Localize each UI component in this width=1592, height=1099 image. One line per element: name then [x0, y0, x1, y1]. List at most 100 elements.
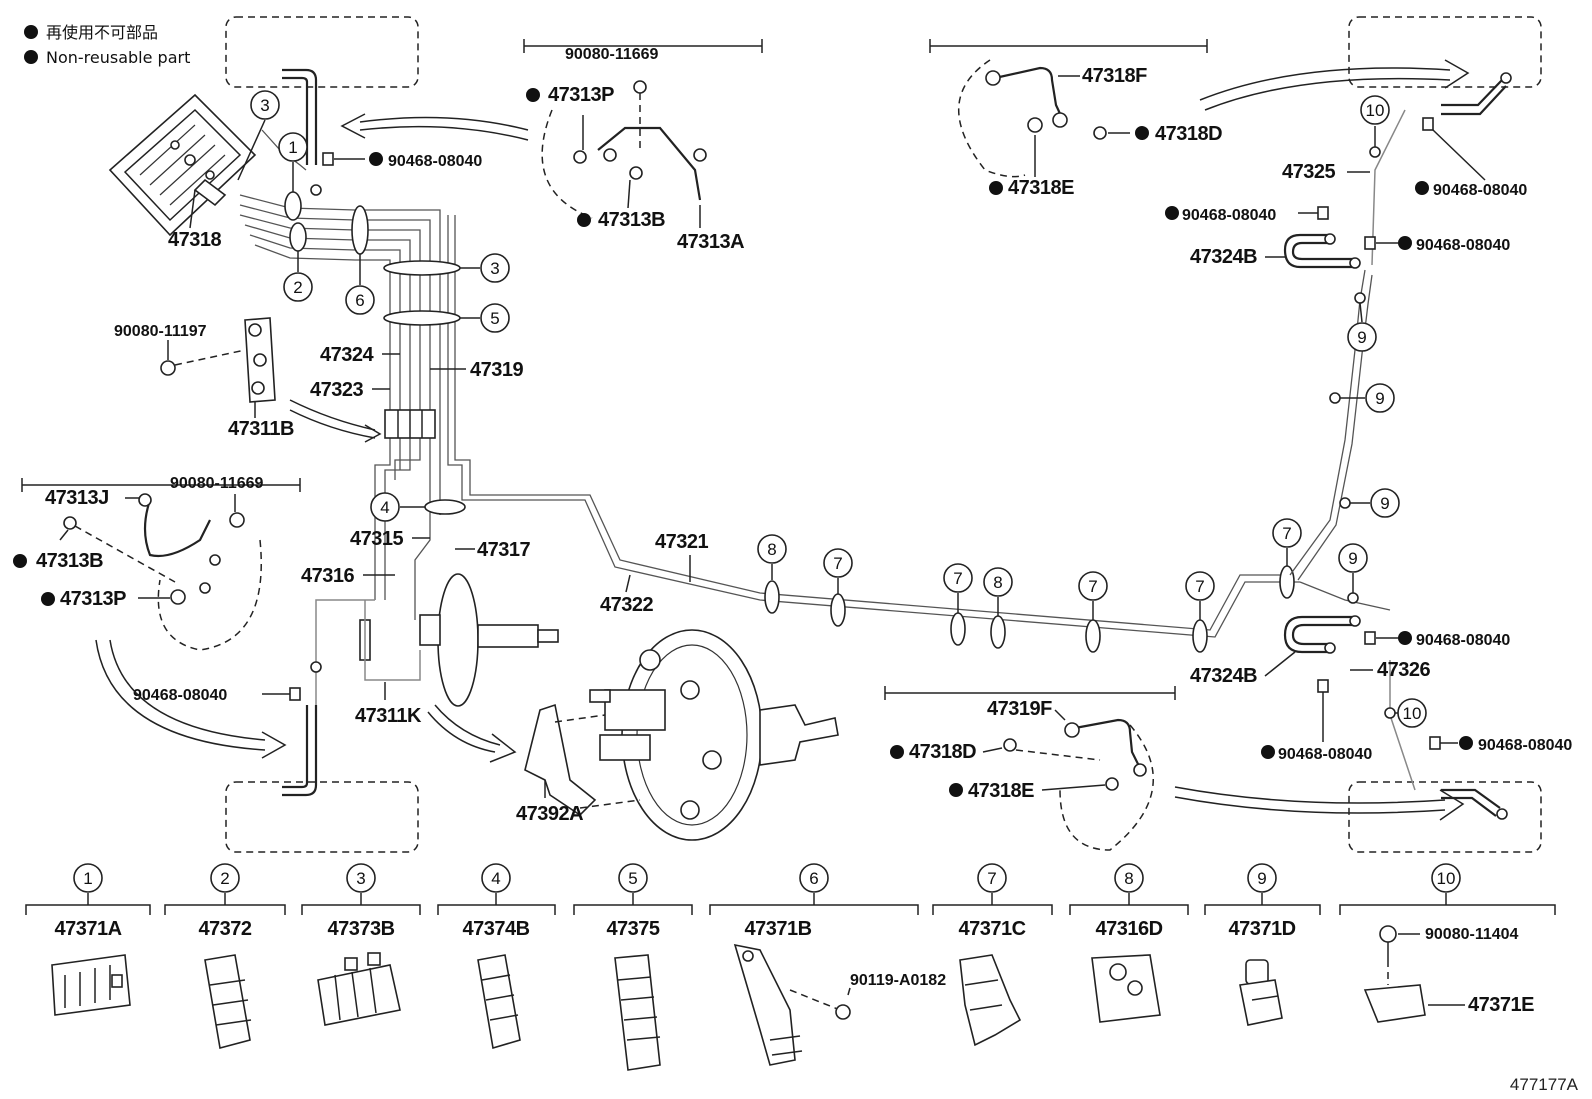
label-47318E-b: 47318E — [968, 780, 1034, 802]
callout-3a: 3 — [260, 96, 269, 115]
clamp-4-drawing — [477, 954, 521, 1050]
catalog-num-4: 4 — [491, 869, 500, 888]
label-47324: 47324 — [320, 344, 374, 366]
callout-2: 2 — [293, 278, 302, 297]
legend-line-en: Non-reusable part — [46, 48, 190, 67]
label-90468-08040-h: 90468-08040 — [1478, 737, 1572, 754]
catalog-num-7: 7 — [987, 869, 996, 888]
legend: 再使用不可部品 Non-reusable part — [24, 23, 190, 67]
catalog-extra-6: 90119-A0182 — [850, 972, 946, 989]
catalog-num-2: 2 — [220, 869, 229, 888]
clamp-4-mark — [424, 499, 466, 515]
clamp-catalog: 1 2 3 4 5 6 7 8 9 10 47371A 47372 47373B… — [25, 863, 1556, 1071]
callout-7b: 7 — [953, 569, 962, 588]
label-90468-08040-d: 90468-08040 — [1416, 237, 1510, 254]
label-47313A: 47313A — [677, 231, 744, 253]
legend-line-jp: 再使用不可部品 — [46, 23, 158, 42]
label-90468-08040-f: 90468-08040 — [1416, 632, 1510, 649]
label-47321: 47321 — [655, 531, 708, 553]
label-47318F: 47318F — [1082, 65, 1147, 87]
label-47313B-a: 47313B — [36, 550, 103, 572]
catalog-part-7: 47371C — [958, 918, 1025, 940]
callout-7e: 7 — [1282, 524, 1291, 543]
rear-pipe-clamps: 8 7 7 8 7 7 7 — [757, 518, 1302, 653]
clamp-3-drawing — [317, 952, 401, 1026]
label-47324B-a: 47324B — [1190, 246, 1257, 268]
label-47311B: 47311B — [228, 418, 294, 440]
label-90080-11197: 90080-11197 — [114, 323, 207, 340]
callout-10a: 10 — [1366, 101, 1385, 120]
catalog-part-6: 47371B — [744, 918, 811, 940]
catalog-part-5: 47375 — [606, 918, 659, 940]
label-90468-08040-g: 90468-08040 — [1278, 746, 1372, 763]
label-47324B-b: 47324B — [1190, 665, 1257, 687]
clamp-9-drawing — [1239, 959, 1283, 1026]
clamp-10-drawing — [1363, 925, 1465, 1023]
clamp-5-drawing — [614, 954, 661, 1071]
clamp-6-mark — [351, 205, 369, 255]
clamp-1-drawing — [51, 954, 131, 1016]
catalog-num-1: 1 — [83, 869, 92, 888]
clamp-47311B — [160, 317, 276, 403]
catalog-num-5: 5 — [628, 869, 637, 888]
catalog-num-8: 8 — [1124, 869, 1133, 888]
callout-5: 5 — [490, 309, 499, 328]
callout-9b: 9 — [1375, 389, 1384, 408]
callout-10b: 10 — [1403, 704, 1422, 723]
clamp-2-drawing — [204, 954, 252, 1049]
callout-8b: 8 — [993, 573, 1002, 592]
label-90468-08040-e: 90468-08040 — [1433, 182, 1527, 199]
catalog-part-1: 47371A — [54, 918, 121, 940]
label-47318D-a: 47318D — [1155, 123, 1222, 145]
label-47322: 47322 — [600, 594, 653, 616]
location-boxes — [225, 16, 1542, 853]
catalog-part-8: 47316D — [1095, 918, 1162, 940]
junction-block — [384, 409, 436, 439]
callout-3b: 3 — [490, 259, 499, 278]
label-47318: 47318 — [168, 229, 221, 251]
catalog-num-10: 10 — [1437, 869, 1456, 888]
label-90080-11669-a: 90080-11669 — [170, 475, 264, 492]
right-callouts: 9 9 9 9 10 10 — [1329, 95, 1427, 728]
callout-9a: 9 — [1357, 328, 1366, 347]
label-90468-08040-a: 90468-08040 — [133, 687, 227, 704]
master-cylinder-upper — [359, 573, 559, 707]
catalog-num-3: 3 — [356, 869, 365, 888]
label-47317: 47317 — [477, 539, 530, 561]
label-47311K: 47311K — [355, 705, 422, 727]
clamp-3-mark — [383, 260, 461, 276]
label-47392A: 47392A — [516, 803, 583, 825]
callout-9d: 9 — [1348, 549, 1357, 568]
callout-9c: 9 — [1380, 494, 1389, 513]
callout-7a: 7 — [833, 554, 842, 573]
label-47313P-b: 47313P — [548, 84, 614, 106]
brake-booster — [589, 629, 839, 841]
callout-7d: 7 — [1195, 577, 1204, 596]
catalog-num-6: 6 — [809, 869, 818, 888]
label-47319F: 47319F — [987, 698, 1052, 720]
abs-actuator-47318 — [108, 93, 257, 237]
catalog-num-9: 9 — [1257, 869, 1266, 888]
label-47318D-b: 47318D — [909, 741, 976, 763]
label-47313J: 47313J — [45, 487, 109, 509]
catalog-part-4: 47374B — [462, 918, 529, 940]
callout-7c: 7 — [1088, 577, 1097, 596]
callout-8a: 8 — [767, 540, 776, 559]
label-90080-11669-b: 90080-11669 — [565, 46, 659, 63]
clamp-2-mark — [289, 222, 307, 252]
catalog-part-9: 47371D — [1228, 918, 1295, 940]
clamp-1-mark — [284, 191, 302, 221]
label-90468-08040-b: 90468-08040 — [388, 153, 482, 170]
figure-id: 477177A — [1510, 1075, 1579, 1094]
callout-6: 6 — [355, 291, 364, 310]
clamp-7-drawing — [959, 954, 1022, 1047]
callouts: 3 1 2 6 3 5 4 — [237, 90, 510, 522]
label-47326: 47326 — [1377, 659, 1430, 681]
label-47319: 47319 — [470, 359, 523, 381]
callout-4: 4 — [380, 498, 389, 517]
label-47315: 47315 — [350, 528, 403, 550]
clamp-6-drawing — [733, 943, 851, 1066]
catalog-part-10: 47371E — [1468, 994, 1534, 1016]
